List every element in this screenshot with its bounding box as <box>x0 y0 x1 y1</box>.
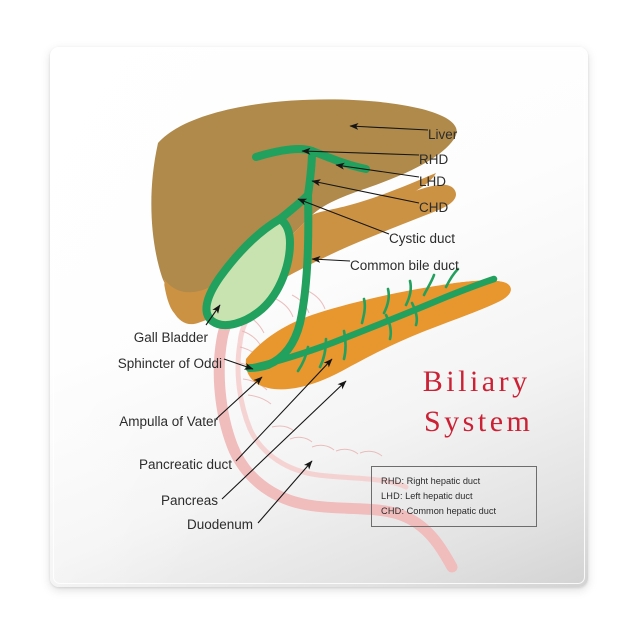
label-duodenum: Duodenum <box>186 517 253 532</box>
legend-sep: : <box>399 490 403 501</box>
label-cystic-duct: Cystic duct <box>389 231 456 246</box>
legend-meaning-chd: Common hepatic duct <box>406 505 497 516</box>
label-ampulla-of-vater: Ampulla of Vater <box>119 414 218 429</box>
artwork-title-line2: System <box>424 404 534 438</box>
artwork-title-line1: Biliary <box>422 365 531 398</box>
pancreatic-duct-branches <box>296 267 460 373</box>
leader-pancreas <box>221 380 347 500</box>
pancreas-body <box>245 280 511 390</box>
leader-lhd <box>335 162 420 178</box>
leader-liver <box>349 122 429 131</box>
legend-abbr-lhd: LHD <box>381 490 400 501</box>
label-sphincter-of-oddi: Sphincter of Oddi <box>117 356 222 371</box>
gallbladder-outline <box>202 215 294 329</box>
leader-gall-bladder <box>205 304 221 326</box>
biliary-system-illustration <box>50 47 588 587</box>
label-gall-bladder: Gall Bladder <box>133 330 208 345</box>
legend-meaning-rhd: Right hepatic duct <box>406 476 481 486</box>
leader-rhd <box>301 147 420 156</box>
leader-ampulla-of-vater <box>215 376 263 420</box>
label-lhd: LHD <box>419 174 447 189</box>
legend-abbr-rhd: RHD <box>381 476 402 486</box>
left-hepatic-duct <box>308 147 370 173</box>
artwork-title: Biliary System <box>420 362 533 441</box>
leader-duodenum <box>257 460 313 524</box>
common-hepatic-duct <box>304 147 316 199</box>
label-liver: Liver <box>428 127 458 142</box>
legend-meaning-lhd: Left hepatic duct <box>405 490 473 501</box>
label-rhd: RHD <box>419 152 449 167</box>
leader-pancreatic-duct <box>235 358 333 462</box>
label-chd: CHD <box>419 200 449 215</box>
duodenum-inner-wall <box>235 294 409 490</box>
biliary-duct-tree <box>202 145 498 373</box>
duodenum-loop-outline <box>213 286 458 573</box>
leader-sphincter-of-oddi <box>223 358 254 370</box>
legend-row: RHD: Right hepatic duct <box>381 474 528 489</box>
legend-sep: : <box>401 505 405 516</box>
label-common-bile-duct: Common bile duct <box>350 258 459 273</box>
leader-chd <box>311 179 420 204</box>
label-pancreas: Pancreas <box>160 493 218 508</box>
legend-row: CHD: Common hepatic duct <box>381 504 528 519</box>
leader-cystic-duct <box>297 198 390 235</box>
leader-lines <box>205 122 429 524</box>
legend-abbr-chd: CHD <box>381 505 402 516</box>
common-bile-duct <box>264 191 313 369</box>
label-pancreatic-duct: Pancreatic duct <box>138 457 232 472</box>
legend-row: LHD: Left hepatic duct <box>381 489 528 504</box>
leader-common-bile-duct <box>311 255 351 263</box>
legend-sep: : <box>401 476 405 486</box>
pancreatic-duct-main <box>246 275 498 372</box>
abbreviation-legend: RHD: Right hepatic duct LHD: Left hepati… <box>371 466 537 527</box>
